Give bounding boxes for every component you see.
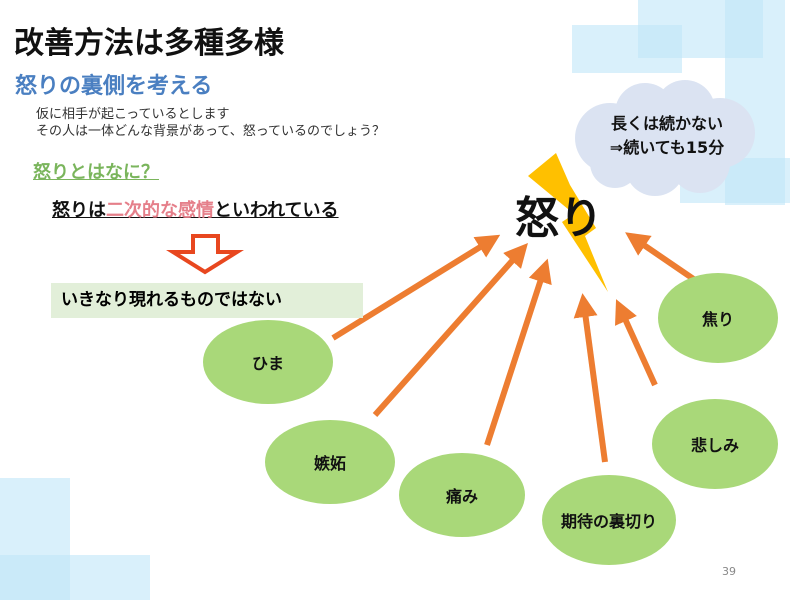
cause-ellipse: 悲しみ xyxy=(652,399,778,489)
result-box: いきなり現れるものではない xyxy=(51,283,363,318)
cloud-text: 長くは続かない ⇒続いても15分 xyxy=(582,112,752,160)
down-arrow-icon xyxy=(166,234,244,275)
definition-highlight: 二次的な感情 xyxy=(106,200,214,221)
intro-text: 仮に相手が起こっているとしますその人は一体どんな背景があって、怒っているのでしょ… xyxy=(36,106,385,140)
definition-before: 怒りは xyxy=(52,200,106,221)
cloud-shape xyxy=(575,80,755,196)
arrow xyxy=(484,258,552,446)
definition-after: といわれている xyxy=(214,200,339,221)
arrow xyxy=(615,299,658,387)
center-anger-label: 怒り xyxy=(515,193,603,244)
arrow xyxy=(331,234,501,341)
intro-line: その人は一体どんな背景があって、怒っているのでしょう？ xyxy=(36,124,386,139)
intro-line: 仮に相手が起こっているとします xyxy=(36,107,230,122)
cause-ellipse: 嫉妬 xyxy=(265,420,395,504)
cloud-line: ⇒続いても15分 xyxy=(609,138,725,157)
lightning-bolt-icon xyxy=(528,153,608,292)
question-heading: 怒りとはなに？ xyxy=(33,162,159,183)
slide-title: 改善方法は多種多様 xyxy=(14,26,284,61)
arrow xyxy=(372,243,528,417)
slide-subtitle: 怒りの裏側を考える xyxy=(15,74,213,99)
arrow xyxy=(625,232,697,283)
cause-ellipse: 期待の裏切り xyxy=(542,475,676,565)
page-number: 39 xyxy=(722,565,736,578)
cause-ellipse: ひま xyxy=(203,320,333,404)
cause-ellipse: 焦り xyxy=(658,273,778,363)
cause-ellipse: 痛み xyxy=(399,453,525,537)
definition-text: 怒りは二次的な感情といわれている xyxy=(52,196,339,222)
arrow xyxy=(573,293,608,463)
bg-square xyxy=(0,555,150,600)
cloud-line: 長くは続かない xyxy=(610,114,723,133)
